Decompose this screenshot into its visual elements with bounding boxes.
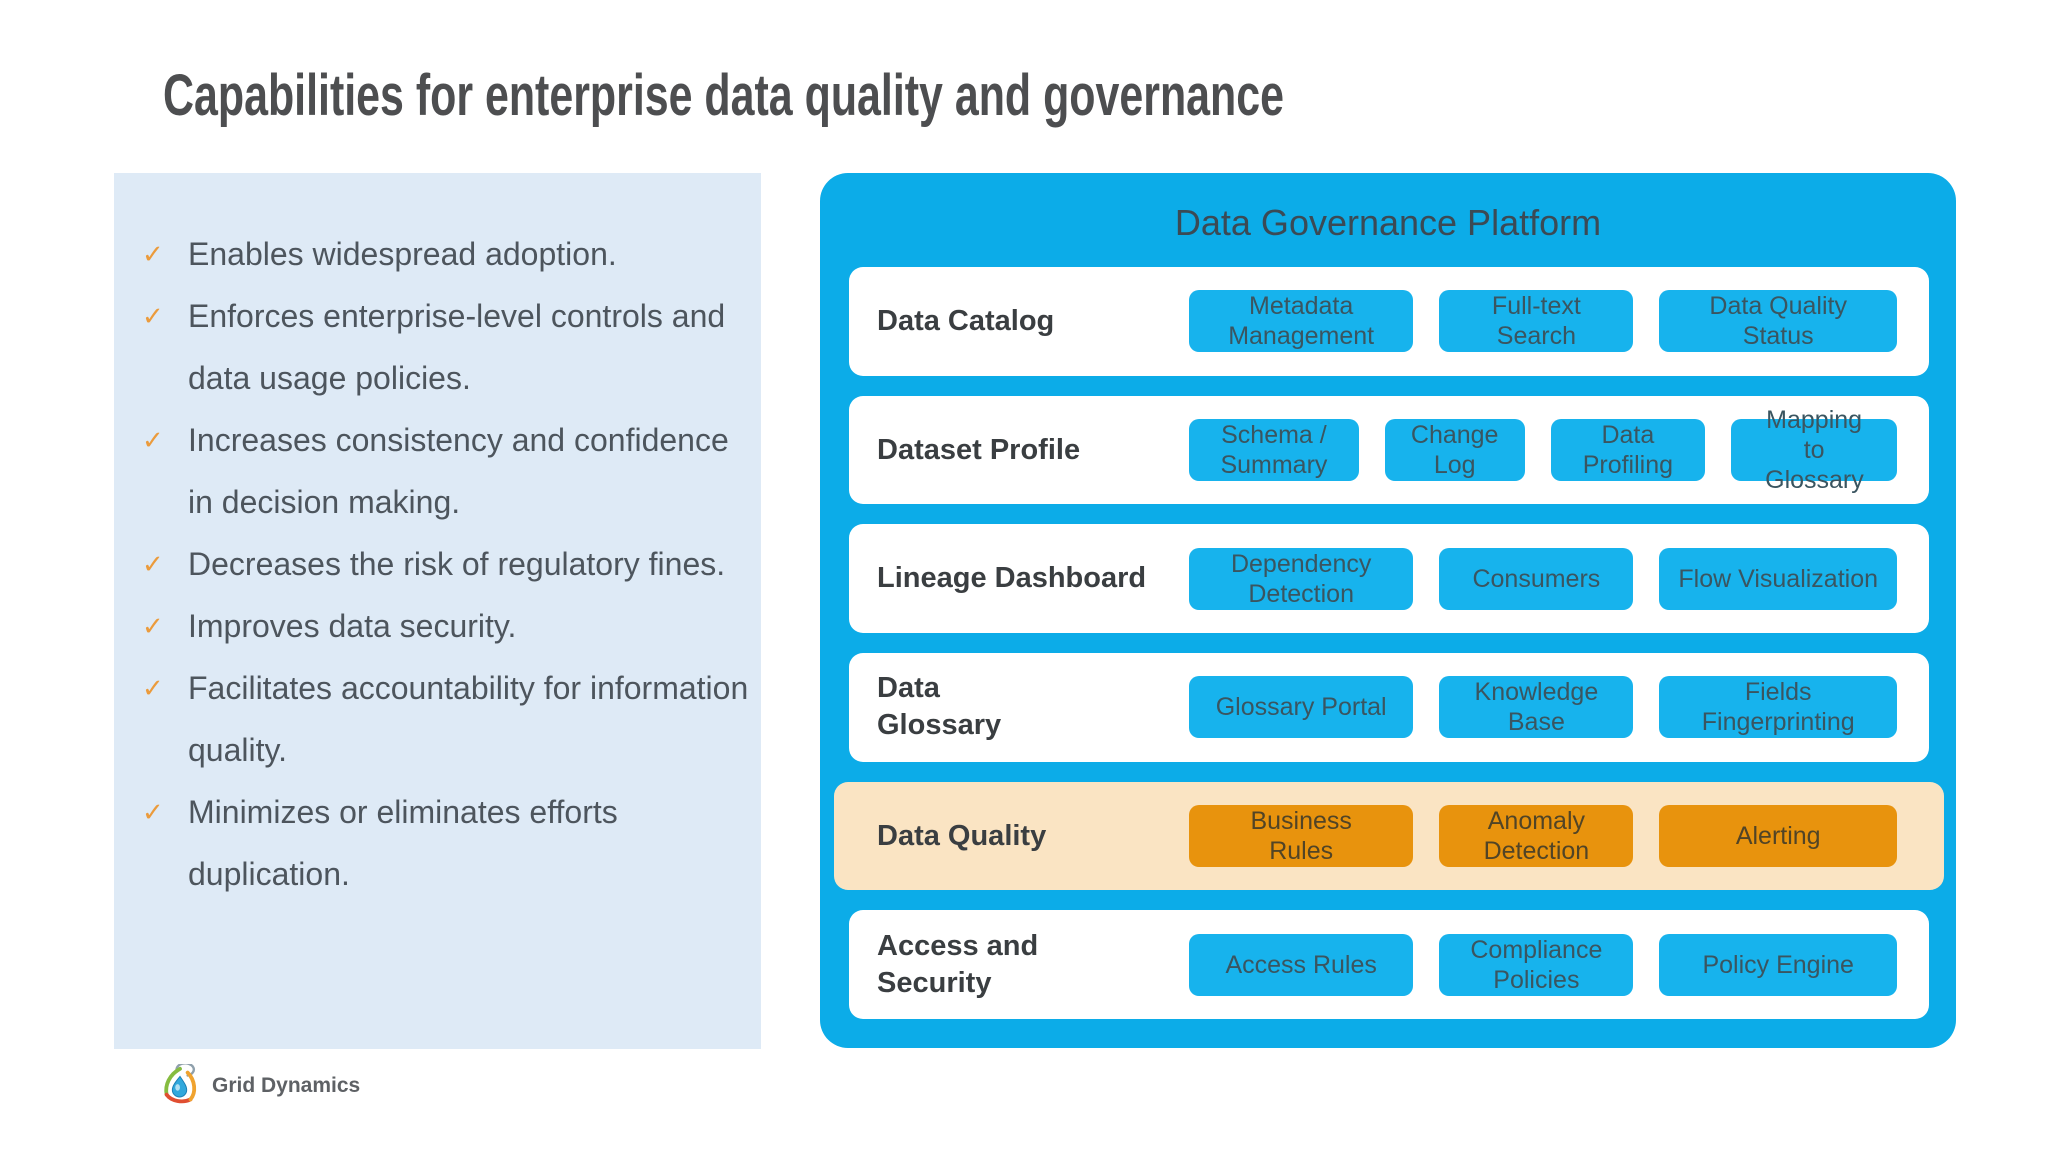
platform-row-data-quality: Data Quality Business Rules Anomaly Detect… <box>834 781 1944 891</box>
benefit-text: Enforces enterprise-level controls and d… <box>188 298 726 396</box>
benefits-panel: ✓ Enables widespread adoption. ✓ Enforces e… <box>114 173 761 1049</box>
check-icon: ✓ <box>142 673 164 703</box>
benefit-text: Minimizes or eliminates efforts duplicat… <box>188 794 618 892</box>
brand-footer: Grid Dynamics <box>158 1064 360 1108</box>
chip-schema-summary: Schema / Summary <box>1189 419 1359 481</box>
chip-text: Business Rules <box>1250 807 1352 866</box>
benefit-text: Decreases the risk of regulatory fines. <box>188 546 726 582</box>
chip-text: Policy Engine <box>1702 950 1854 979</box>
check-icon: ✓ <box>142 549 164 579</box>
chip-group: Business Rules Anomaly Detection Alerting <box>1189 805 1897 868</box>
chip-mapping-to-glossary: Mapping to Glossary <box>1731 406 1897 494</box>
chip-change-log: Change Log <box>1384 419 1525 481</box>
chip-anomaly-detection: Anomaly Detection <box>1439 805 1634 868</box>
chip-text: Access Rules <box>1225 950 1377 979</box>
benefit-text: Improves data security. <box>188 608 517 644</box>
row-label-text: Data Glossary <box>877 672 1002 742</box>
chip-text: Alerting <box>1735 822 1821 851</box>
chip-group: Schema / Summary Change Log Data Profiling… <box>1189 406 1897 494</box>
chip-metadata-management: Metadata Management <box>1189 290 1414 353</box>
chip-text: Flow Visualization <box>1678 564 1879 593</box>
chip-text: Compliance Policies <box>1470 935 1603 994</box>
chip-full-text-search: Full-text Search <box>1439 290 1634 353</box>
benefit-item: ✓ Increases consistency and confidence in… <box>140 409 750 533</box>
chip-business-rules: Business Rules <box>1189 805 1414 868</box>
benefit-item: ✓ Enables widespread adoption. <box>140 223 750 285</box>
chip-group: Access Rules Compliance Policies Policy En… <box>1189 933 1897 996</box>
benefit-item: ✓ Minimizes or eliminates efforts duplica… <box>140 781 750 905</box>
row-label-text: Lineage Dashboard <box>877 562 1147 595</box>
row-label: Data Catalog <box>877 303 1189 340</box>
platform-row-data-catalog: Data Catalog Metadata Management Full-text… <box>849 267 1929 376</box>
row-label-text: Dataset Profile <box>877 433 1081 466</box>
chip-text: Metadata Management <box>1228 292 1375 351</box>
row-label-text: Data Quality <box>877 819 1047 852</box>
chip-group: Dependency Detection Consumers Flow Visual… <box>1189 547 1897 610</box>
benefits-list: ✓ Enables widespread adoption. ✓ Enforces e… <box>114 173 761 905</box>
chip-dependency-detection: Dependency Detection <box>1189 547 1414 610</box>
brand-name: Grid Dynamics <box>212 1074 361 1097</box>
chip-text: Knowledge Base <box>1474 678 1599 737</box>
chip-text: Fields Fingerprinting <box>1701 678 1855 737</box>
benefit-item: ✓ Decreases the risk of regulatory fines. <box>140 533 750 595</box>
chip-text: Data Quality Status <box>1709 292 1847 351</box>
chip-text: Mapping to Glossary <box>1765 406 1864 494</box>
platform-row-access-and-security: Access and Security Access Rules Complianc… <box>849 910 1929 1020</box>
row-label-text: Access and Security <box>877 929 1039 999</box>
chip-text: Full-text Search <box>1491 292 1581 351</box>
platform-row-dataset-profile: Dataset Profile Schema / Summary Change Lo… <box>849 395 1929 505</box>
chip-text: Glossary Portal <box>1215 693 1387 722</box>
check-icon: ✓ <box>142 611 164 641</box>
row-label: Dataset Profile <box>877 432 1189 469</box>
platform-row-lineage-dashboard: Lineage Dashboard Dependency Detection Con… <box>849 524 1929 634</box>
platform-row-data-glossary: Data Glossary Glossary Portal Knowledge Ba… <box>849 653 1929 762</box>
benefit-text: Enables widespread adoption. <box>188 236 617 272</box>
chip-group: Metadata Management Full-text Search Data … <box>1189 290 1897 353</box>
chip-text: Change Log <box>1410 421 1499 479</box>
chip-knowledge-base: Knowledge Base <box>1439 676 1634 739</box>
check-icon: ✓ <box>142 425 164 455</box>
chip-data-profiling: Data Profiling <box>1550 419 1706 481</box>
chip-text: Dependency Detection <box>1230 549 1372 608</box>
chip-consumers: Consumers <box>1439 547 1634 610</box>
platform-title: Data Governance Platform <box>1174 202 1602 243</box>
benefit-text: Increases consistency and confidence in … <box>188 422 729 520</box>
check-icon: ✓ <box>142 301 164 331</box>
chip-group: Glossary Portal Knowledge Base Fields Fing… <box>1189 676 1897 739</box>
grid-dynamics-logo-icon <box>164 1064 197 1104</box>
chip-text: Schema / Summary <box>1220 421 1328 479</box>
platform-panel: Data Governance Platform Data Catalog Met… <box>820 173 1956 1048</box>
page-title: Capabilities for enterprise data quality… <box>163 63 1284 128</box>
check-icon: ✓ <box>142 239 164 269</box>
row-label: Lineage Dashboard <box>877 560 1189 597</box>
chip-glossary-portal: Glossary Portal <box>1189 676 1414 739</box>
chip-alerting: Alerting <box>1659 805 1897 868</box>
benefit-item: ✓ Facilitates accountability for informat… <box>140 657 750 781</box>
row-label: Data Quality <box>877 818 1189 855</box>
chip-policy-engine: Policy Engine <box>1659 933 1897 996</box>
benefit-item: ✓ Improves data security. <box>140 595 750 657</box>
row-label-text: Data Catalog <box>877 304 1055 337</box>
chip-flow-visualization: Flow Visualization <box>1659 547 1897 610</box>
chip-fields-fingerprinting: Fields Fingerprinting <box>1659 676 1897 739</box>
chip-compliance-policies: Compliance Policies <box>1439 933 1634 996</box>
chip-text: Data Profiling <box>1582 421 1674 479</box>
chip-access-rules: Access Rules <box>1189 933 1414 996</box>
row-label: Access and Security <box>877 928 1189 1002</box>
chip-data-quality-status: Data Quality Status <box>1659 290 1897 353</box>
chip-text: Consumers <box>1472 564 1601 593</box>
platform-rows: Data Catalog Metadata Management Full-text… <box>834 267 1944 1020</box>
chip-text: Anomaly Detection <box>1483 807 1590 866</box>
benefit-text: Facilitates accountability for informati… <box>188 670 749 768</box>
benefit-item: ✓ Enforces enterprise-level controls and … <box>140 285 750 409</box>
check-icon: ✓ <box>142 797 164 827</box>
row-label: Data Glossary <box>877 670 1189 744</box>
